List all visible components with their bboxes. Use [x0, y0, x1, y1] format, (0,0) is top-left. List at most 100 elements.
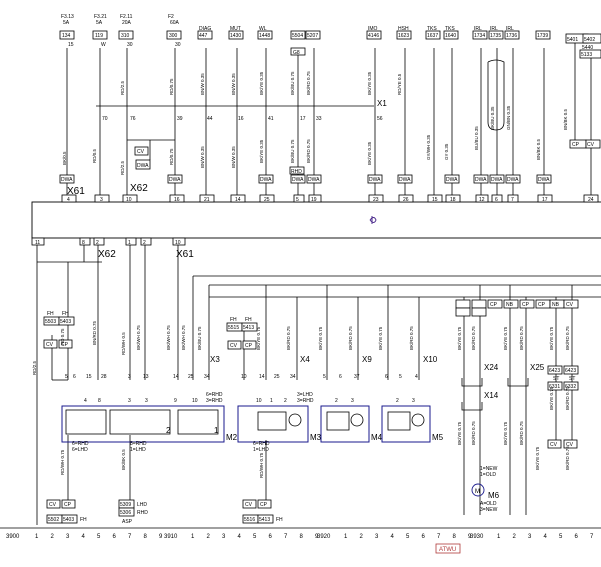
- svg-text:2: 2: [96, 240, 99, 246]
- scale-digit: 4: [391, 534, 395, 540]
- terminal-tag: IMO: [368, 26, 378, 32]
- dwa-label: DWA: [399, 177, 411, 183]
- wire-label: BU/BU 0.35: [474, 126, 479, 150]
- cv-a: CV: [46, 342, 54, 348]
- fuse-box: [166, 30, 182, 40]
- scale-digit: 9: [468, 534, 472, 540]
- fh-code-3: 5515: [228, 325, 239, 331]
- dwa-box: [473, 174, 489, 184]
- svg-text:10: 10: [175, 240, 181, 246]
- wire-label: BK/YE 0.75: [256, 326, 261, 350]
- wire-label: RD/2.5: [120, 80, 125, 95]
- lower-pin-row: 11 8 2 1 2 10: [31, 237, 186, 246]
- terminal-code: 1430: [230, 33, 241, 39]
- rt-code-1: 5401: [567, 37, 578, 43]
- scale-digit: 7: [284, 534, 288, 540]
- wire-label: BK/YE 0.75: [457, 326, 462, 350]
- scale-digit: 8: [453, 534, 457, 540]
- svg-text:6=RHD: 6=RHD: [253, 441, 270, 447]
- scale-digit: 1: [191, 534, 195, 540]
- wire-label: BN/W 0.35: [231, 73, 236, 95]
- lhd-label: LHD: [137, 502, 147, 508]
- ecu-symbol-icon: [369, 216, 377, 224]
- wire-label: BK/RD 0.75: [565, 326, 570, 350]
- wire-label: BN/BK 0.5: [536, 138, 541, 160]
- terminal-box: [443, 30, 459, 40]
- svg-text:11: 11: [35, 240, 40, 246]
- right-block: CP NB CP CP NB CV 6423 6423 ST ST 6331 6…: [455, 299, 579, 449]
- module-label-m2: M2: [226, 433, 238, 442]
- scale-digit: 9: [315, 534, 319, 540]
- scale-digit: 2: [207, 534, 211, 540]
- rhd-label-2: RHD: [137, 510, 148, 516]
- wire-label: RD/0.75: [169, 148, 174, 165]
- svg-text:15: 15: [86, 374, 92, 380]
- wire-label: BK/RD 0.75: [565, 386, 570, 410]
- dwa-box: [167, 174, 183, 184]
- svg-text:2: 2: [143, 240, 146, 246]
- fh-code-1: 5503: [45, 319, 56, 325]
- module-m5: M5: [381, 405, 444, 443]
- wire-label: BN/BK 0.5: [563, 108, 568, 130]
- scale-digit: 2: [51, 534, 55, 540]
- wire-label: BK/YE 0.75: [503, 326, 508, 350]
- terminal-tag: TKS: [427, 26, 437, 32]
- wire-label: BK/YE 0.35: [367, 71, 372, 95]
- dwa-label: DWA: [507, 177, 519, 183]
- connector-x9: X9: [362, 355, 372, 364]
- scale-digit: 2: [513, 534, 517, 540]
- module-m2: 2 1 M2: [61, 405, 238, 443]
- svg-text:8: 8: [82, 240, 85, 246]
- svg-text:5: 5: [296, 197, 299, 203]
- cp-b: CP: [245, 343, 253, 349]
- scale-digit: 7: [128, 534, 132, 540]
- cp-c: CP: [64, 502, 72, 508]
- fuse-code: 134: [62, 33, 71, 39]
- wire-label: BK/BK 0.5: [121, 449, 126, 470]
- svg-text:18: 18: [450, 197, 456, 203]
- terminal-tag: IRL: [490, 26, 498, 32]
- scale-digit: 8: [300, 534, 304, 540]
- rhd-label: RHD: [291, 169, 302, 175]
- connector-x14: X14: [484, 391, 499, 400]
- module-label-m3: M3: [310, 433, 322, 442]
- fh-boxes: FH FH 5503 5403 CV CP FH FH 5515 5413 CV…: [43, 311, 283, 525]
- scale-digit: 7: [437, 534, 441, 540]
- rhd-box: [289, 166, 305, 175]
- wire-label: BK/YE 0.75: [549, 386, 554, 410]
- svg-text:5: 5: [399, 374, 402, 380]
- fuse-amp: 20A: [122, 20, 132, 26]
- relay-text-top: DWA: [137, 163, 149, 169]
- terminal-tag: DIAG: [199, 26, 211, 32]
- scale-digit: 1: [497, 534, 501, 540]
- top-fuse-row: F3.135A13415F3.215A119WF2.1120A31030F260…: [59, 14, 182, 48]
- svg-text:CV: CV: [566, 442, 574, 448]
- terminal-code: 1734: [474, 33, 485, 39]
- connector-x10: X10: [423, 355, 438, 364]
- svg-text:6332: 6332: [565, 384, 576, 390]
- scale-group-3: 3920: [317, 534, 331, 540]
- connector-x1: X1: [377, 99, 387, 108]
- asp-label: ASP: [122, 519, 133, 525]
- dwa-label: DWA: [369, 177, 381, 183]
- svg-text:CV: CV: [550, 442, 558, 448]
- svg-text:6331: 6331: [549, 384, 560, 390]
- dwa-label: DWA: [308, 177, 320, 183]
- svg-text:3=RHD: 3=RHD: [206, 398, 223, 404]
- wire-label: BK/RD 0.75: [471, 326, 476, 350]
- terminal-code: 1448: [259, 33, 270, 39]
- svg-text:10: 10: [126, 197, 132, 203]
- wire-label: BK/WH 0.75: [166, 325, 171, 350]
- terminal-code: 447: [199, 33, 208, 39]
- upper-pin-row: 4 3 10 16 21 14 25 5 19 23 26 15 18 12 6…: [61, 194, 599, 203]
- wire-label: GY 0.35: [444, 143, 449, 160]
- svg-text:15: 15: [432, 197, 438, 203]
- module-m3: M3: [237, 405, 322, 443]
- ecu-body: [31, 201, 601, 239]
- wire-label: BK/BU 0.75: [197, 326, 202, 350]
- terminal-code: 1735: [490, 33, 501, 39]
- terminal-tag: HSH: [398, 26, 409, 32]
- dwa-label: DWA: [260, 177, 272, 183]
- svg-text:26: 26: [403, 197, 409, 203]
